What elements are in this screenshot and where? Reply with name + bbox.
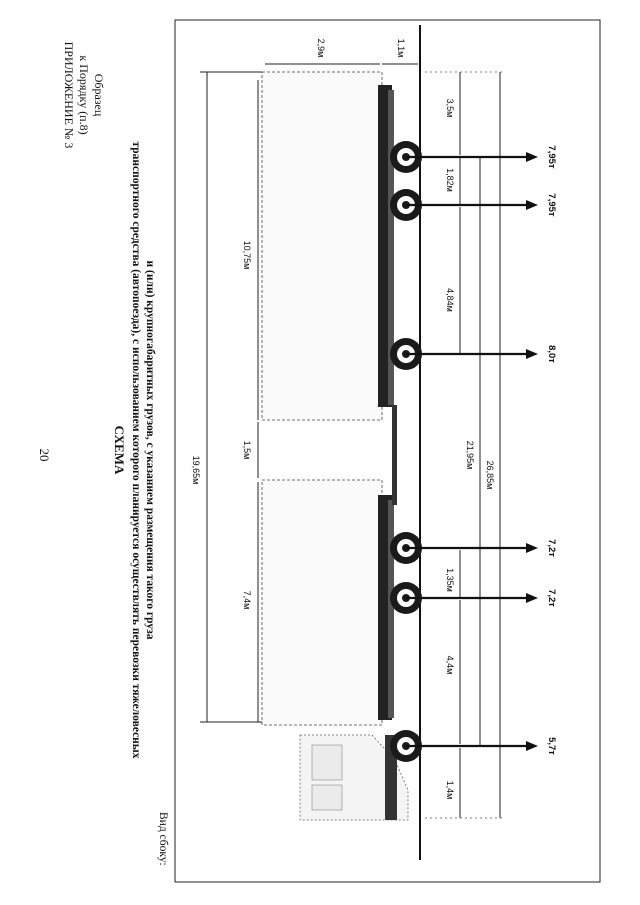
- axle-load-arrowhead: [526, 200, 538, 210]
- truck-cab: [299, 734, 409, 821]
- axle-spacing-dimensions: 3,5м 1,82м 4,84м 21,95м 26,85м 1,35м 4,4…: [425, 71, 505, 819]
- axle-load-label: 8,0т: [546, 345, 557, 363]
- dim-truck-body-length: 7,4м: [242, 591, 252, 610]
- dim-overall-length: 26,85м: [485, 461, 495, 490]
- dim-truck-wheelbase: 4,4м: [445, 656, 455, 675]
- truck-cargo-body: [261, 479, 394, 726]
- appendix-reference: к Порядку (п.8): [77, 55, 91, 134]
- scheme-title-block: СХЕМА транспортного средства (автопоезда…: [112, 141, 156, 758]
- dimension-lines: 2,9м 1,1м 19,65м 10,75м 1,5м 7,4м: [191, 39, 418, 723]
- dim-truck-rear-axle-spacing: 1,35м: [445, 568, 455, 592]
- appendix-sample: Образец: [92, 74, 106, 117]
- scheme-description-line2: и (или) крупногабаритных грузов, с указа…: [144, 261, 156, 640]
- axle-load-1: 7,95т: [406, 145, 557, 169]
- dim-trailer-body-length: 10,75м: [242, 241, 252, 270]
- axle-load-3: 8,0т: [406, 345, 557, 363]
- scheme-heading: СХЕМА: [112, 426, 127, 475]
- trailer-cargo-body: [261, 71, 394, 421]
- axle-load-2: 7,95т: [406, 193, 557, 217]
- axle-load-arrowhead: [526, 543, 538, 553]
- dim-rear-to-axle: 3,5м: [445, 99, 455, 118]
- dim-coupling-distance: 21,95м: [465, 441, 475, 470]
- dim-gap-between-bodies: 1,5м: [242, 441, 252, 460]
- dim-trailer-front-gap: 2,9м: [316, 39, 326, 58]
- drawbar: [392, 405, 397, 505]
- dim-front-axle-offset: 1,4м: [445, 781, 455, 800]
- axle-load-arrowhead: [526, 152, 538, 162]
- axle-load-arrowhead: [526, 349, 538, 359]
- axle-load-6: 5,7т: [406, 737, 557, 755]
- axle-load-label: 7,2т: [546, 589, 557, 607]
- drawing-frame: [174, 19, 601, 883]
- axle-load-label: 7,95т: [546, 193, 557, 216]
- axle-load-arrows: 7,95т 7,95т 8,0т 7,2т 7,2т 5,7т: [406, 145, 557, 755]
- dim-total-load-length: 19,65м: [191, 456, 201, 485]
- axle-load-label: 7,2т: [546, 539, 557, 557]
- appendix-block: ПРИЛОЖЕНИЕ № 3 к Порядку (п.8) Образец: [62, 42, 106, 149]
- axle-load-arrowhead: [526, 741, 538, 751]
- axle-load-arrowhead: [526, 593, 538, 603]
- axle-load-label: 5,7т: [546, 737, 557, 755]
- side-view-label: Вид сбоку:: [157, 812, 169, 866]
- dim-trailer-mid-distance: 4,84м: [445, 288, 455, 312]
- scheme-description-line1: транспортного средства (автопоезда), с и…: [130, 141, 142, 758]
- dim-trailer-axle-spacing: 1,82м: [445, 168, 455, 192]
- page-number: 20: [37, 449, 52, 462]
- axle-load-label: 7,95т: [546, 145, 557, 168]
- axle-load-5: 7,2т: [406, 589, 557, 607]
- axle-load-4: 7,2т: [406, 539, 557, 557]
- appendix-title: ПРИЛОЖЕНИЕ № 3: [62, 42, 76, 149]
- dim-front-overhang: 1,1м: [396, 39, 406, 58]
